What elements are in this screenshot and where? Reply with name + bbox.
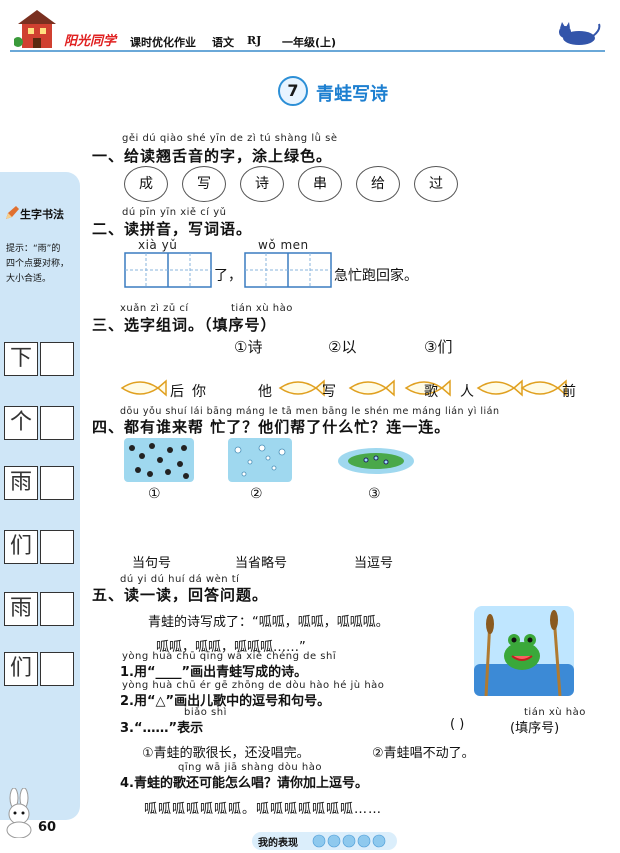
cat-icon [559,22,601,45]
q4-match-1: 当句号 [132,556,172,571]
q1-char-5[interactable]: 给 [356,166,400,202]
lesson-title: 青蛙写诗 [316,84,388,105]
q1-char-1[interactable]: 成 [124,166,168,202]
tadpoles-picture [124,438,194,482]
q1-pinyin: gěi dú qiào shé yīn de zì tú shàng lǜ sè [122,133,338,144]
q5-p2: 2.用“△”画出儿歌中的逗号和句号。 [120,694,331,709]
sidebar-tip: 提示：“雨”的 四个点要对称， 大小合适。 [6,244,70,284]
series-name: 课时优化作业 [130,36,196,49]
q2-word2-pinyin: wǒ men [258,238,309,252]
q5-pinyin: dú yi dú huí dá wèn tí [120,574,240,585]
q5-title: 五、读一读，回答问题。 [92,586,269,604]
performance-label: 我的表现 [258,838,298,849]
q1-char-3[interactable]: 诗 [240,166,284,202]
q2-mid-text: 了， [214,268,242,284]
rabbit-icon [6,788,32,838]
q4-pic-label-1: ① [148,486,161,502]
q3-title: 三、选字组词。（填序号） [92,316,277,334]
subject-name: 语文 [212,36,234,49]
q5-p1: 1.用“____”画出青蛙写成的诗。 [120,665,308,680]
grade-name: 一年级(上) [282,36,337,49]
q5-p3-option-2: ②青蛙唱不动了。 [372,746,475,761]
q3-word-2: 你 [192,384,206,400]
lesson-number: 7 [278,76,308,106]
q5-poem-line-2: 呱呱，呱呱，呱呱呱……” [156,640,306,655]
q3-word-6: 人 [460,384,474,400]
q4-pinyin: dōu yǒu shuí lái bāng máng le tā men bān… [120,406,500,417]
q5-p3-pinyin: biǎo shì [184,707,227,718]
page-header [0,0,620,58]
edition-name: RJ [247,34,262,47]
q3-word-7: 前 [562,384,576,400]
house-logo-icon [14,10,56,48]
q1-char-6[interactable]: 过 [414,166,458,202]
q2-end-text: 急忙跑回家。 [334,268,418,284]
q1-char-4[interactable]: 串 [298,166,342,202]
q5-p3-option-1: ①青蛙的歌很长，还没唱完。 [142,746,310,761]
performance-stars-icon[interactable] [312,834,396,848]
q3-word-5: 歌 [424,384,438,400]
pencil-icon [6,206,19,219]
q3-word-4: 写 [322,384,336,400]
q2-pinyin: dú pīn yīn xiě cí yǔ [122,207,227,218]
q2-title: 二、读拼音，写词语。 [92,220,253,238]
q5-p4-line: 呱呱呱呱呱呱呱。呱呱呱呱呱呱呱…… [144,802,383,817]
q5-p1-pinyin: yòng huà chū qīng wā xiě chéng de shī [122,651,337,662]
header-divider [10,50,605,52]
q1-char-2[interactable]: 写 [182,166,226,202]
q2-write-box-1[interactable] [124,252,212,288]
q5-p4: 4.青蛙的歌还可能怎么唱？请你加上逗号。 [120,776,368,791]
q4-pic-label-3: ③ [368,486,381,502]
q3-option-1: ①诗 [234,338,263,356]
q3-fish-row [120,379,567,397]
q3-word-1: 后 [170,384,184,400]
q4-title: 四、都有谁来帮 忙了？他们帮了什么忙？连一连。 [92,418,451,436]
q3-fill-pinyin: tián xù hào [231,303,293,314]
q4-match-3: 当逗号 [354,556,394,571]
sidebar-heading: 生字书法 [20,208,64,221]
q5-p3-fill-pinyin: tián xù hào [524,707,586,718]
q2-word1-pinyin: xià yǔ [138,238,178,252]
q5-p4-pinyin: qīng wā jiā shàng dòu hào [178,762,322,773]
q3-option-2: ②以 [328,338,357,356]
lotus-leaf-picture [338,448,414,474]
q5-p3-blank[interactable]: ( ) [450,717,465,732]
q3-option-3: ③们 [424,338,453,356]
brand-name: 阳光同学 [64,34,117,49]
page-number: 60 [38,820,57,835]
q1-title: 一、给读翘舌音的字，涂上绿色。 [92,147,333,165]
q5-p3-fill: (填序号) [510,721,560,736]
q2-write-box-2[interactable] [244,252,332,288]
q5-poem-line-1: 青蛙的诗写成了：“呱呱，呱呱，呱呱呱。 [148,615,389,630]
q4-match-2: 当省略号 [235,556,288,571]
q5-p3: 3.“……”表示 [120,721,204,736]
frog-singing-picture [474,606,574,696]
q3-word-3: 他 [258,384,272,400]
q4-pic-label-2: ② [250,486,263,502]
bubbles-picture [228,438,292,482]
q5-p2-pinyin: yòng huà chū ér gē zhōng de dòu hào hé j… [122,680,385,691]
q3-pinyin: xuǎn zì zǔ cí [120,303,189,314]
